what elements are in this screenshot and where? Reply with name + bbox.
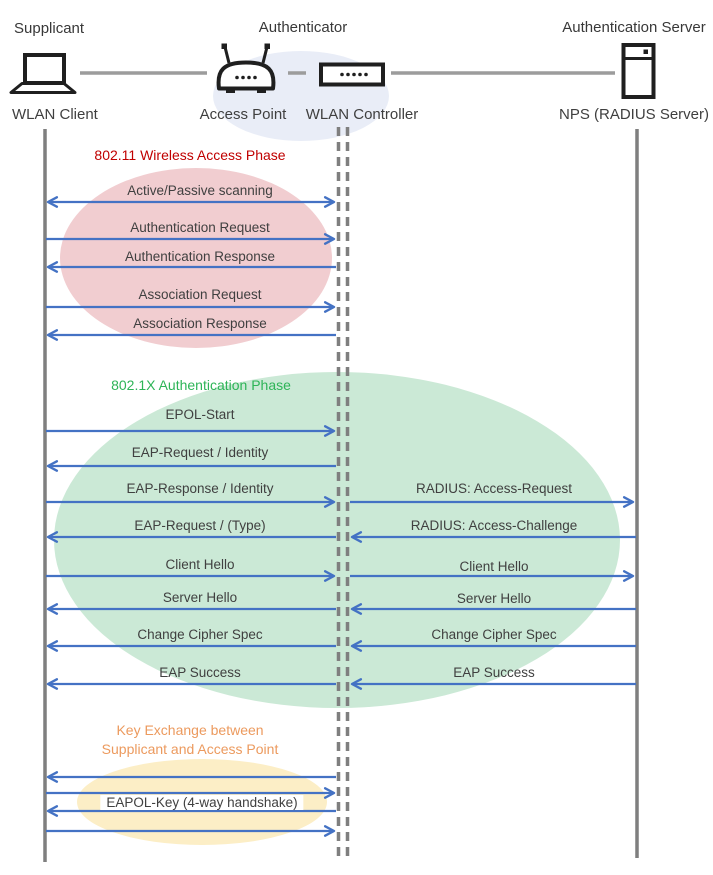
server-role-label: Authentication Server: [562, 19, 706, 36]
message-server-hello-left: Server Hello: [162, 590, 238, 605]
wireless-router-icon: [216, 43, 276, 93]
wireless-phase-title: 802.11 Wireless Access Phase: [94, 147, 286, 163]
authenticator-role-label: Authenticator: [258, 19, 348, 36]
message-client-hello-right: Client Hello: [459, 559, 529, 574]
message-association-request: Association Request: [138, 287, 262, 302]
message-client-hello-left: Client Hello: [165, 557, 235, 572]
server-tower-icon: [621, 43, 656, 99]
nps-radius-server-label: NPS (RADIUS Server): [558, 106, 710, 123]
switch-controller-icon: [319, 62, 385, 87]
dot1x-phase-title: 802.1X Authentication Phase: [111, 377, 291, 393]
message-authentication-request: Authentication Request: [130, 220, 270, 235]
message-change-cipher-spec-right: Change Cipher Spec: [431, 627, 557, 642]
wireless-phase-ellipse: [60, 168, 332, 348]
authenticator-lifeline-dashed: [336, 127, 350, 858]
message-eap-success-left: EAP Success: [159, 665, 241, 680]
message-change-cipher-spec-left: Change Cipher Spec: [137, 627, 263, 642]
message-eap-response-identity: EAP-Response / Identity: [126, 481, 274, 496]
key-exchange-title-line1: Key Exchange between: [116, 722, 264, 738]
wlan-controller-label: WLAN Controller: [305, 106, 419, 123]
message-eap-success-right: EAP Success: [453, 665, 535, 680]
laptop-icon: [9, 53, 77, 94]
message-eap-request-type: EAP-Request / (Type): [134, 518, 266, 533]
message-active-passive-scanning: Active/Passive scanning: [127, 183, 273, 198]
right-lane-arrows: [350, 496, 636, 690]
message-epol-start: EPOL-Start: [165, 407, 235, 422]
message-radius-access-request: RADIUS: Access-Request: [415, 481, 573, 496]
message-association-response: Association Response: [133, 316, 267, 331]
message-eap-request-identity: EAP-Request / Identity: [131, 445, 269, 460]
message-authentication-response: Authentication Response: [124, 249, 276, 264]
access-point-label: Access Point: [199, 106, 287, 123]
message-radius-access-challenge: RADIUS: Access-Challenge: [410, 518, 578, 533]
supplicant-role-label: Supplicant: [14, 20, 85, 37]
key-exchange-title-line2: Supplicant and Access Point: [101, 741, 279, 757]
message-eapol-key-4way-handshake: EAPOL-Key (4-way handshake): [100, 795, 304, 810]
message-server-hello-right: Server Hello: [456, 591, 532, 606]
wlan-client-label: WLAN Client: [12, 106, 98, 123]
left-lane-arrows: [46, 196, 336, 837]
